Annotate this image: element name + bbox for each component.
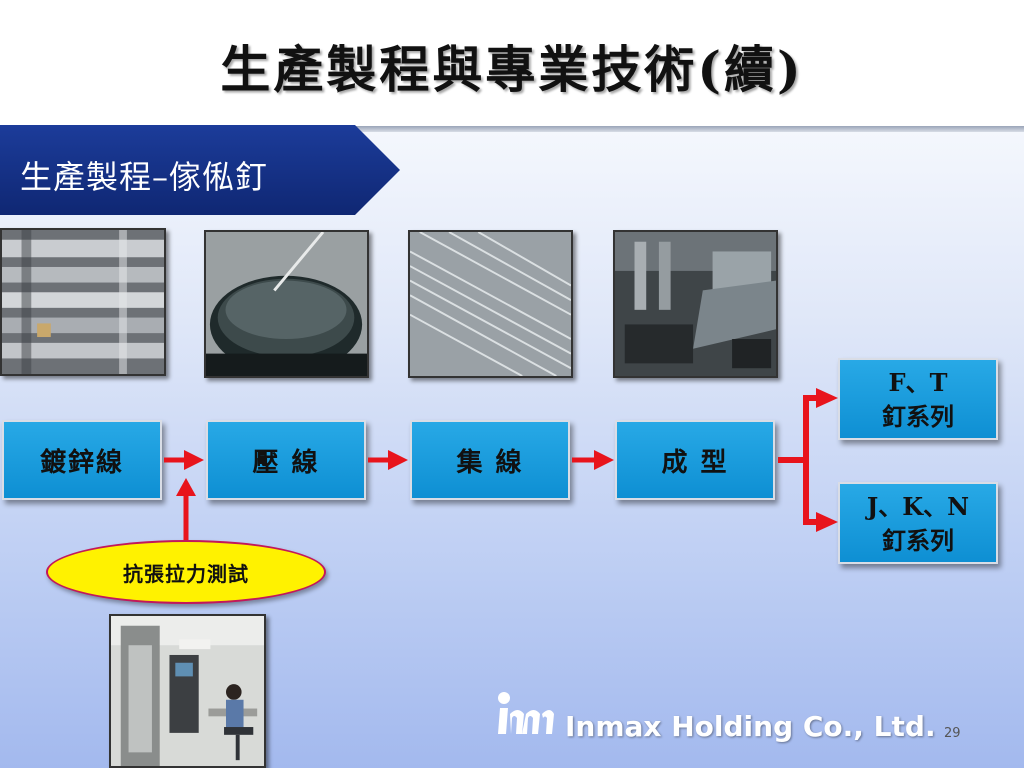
page-number: 29 — [944, 726, 961, 741]
output-ft-series: 釘系列 — [882, 402, 954, 431]
slide-title: 生產製程與專業技術(續) — [220, 40, 804, 99]
process-step-collating-wire: 集 線 — [410, 420, 570, 500]
output-jkn-nail-series: J、K、N 釘系列 — [838, 482, 998, 564]
process-step-forming: 成 型 — [615, 420, 775, 500]
process-step-pressing-wire: 壓 線 — [206, 420, 366, 500]
output-jkn-series: 釘系列 — [882, 526, 954, 555]
tensile-test-label: 抗張拉力測試 — [46, 540, 326, 604]
wire-pressing-photo — [204, 230, 369, 378]
forming-machine-photo — [613, 230, 778, 378]
section-banner-label: 生產製程–傢俬釘 — [20, 158, 269, 196]
process-step-galvanized-wire: 鍍鋅線 — [2, 420, 162, 500]
inmax-logo-icon — [498, 692, 554, 734]
output-ft-code: F、T — [888, 368, 948, 397]
section-banner — [0, 125, 400, 215]
company-name: Inmax Holding Co., Ltd. — [565, 710, 936, 743]
output-ft-nail-series: F、T 釘系列 — [838, 358, 998, 440]
title-rule — [300, 126, 1024, 132]
output-jkn-code: J、K、N — [866, 492, 970, 521]
galvanized-wire-coils-photo — [0, 228, 166, 376]
tensile-testing-lab-photo — [109, 614, 266, 768]
wire-collating-photo — [408, 230, 573, 378]
